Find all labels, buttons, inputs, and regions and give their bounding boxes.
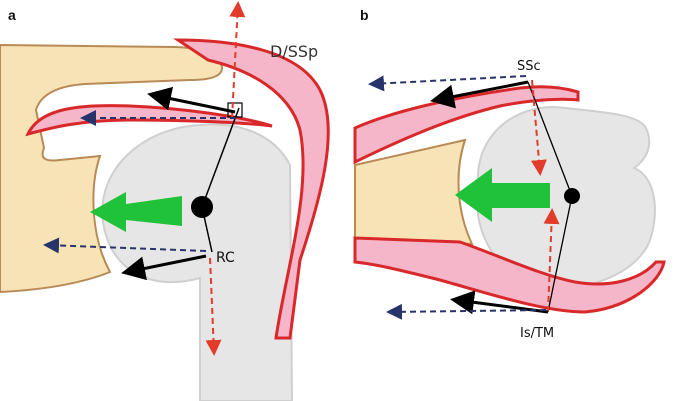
label-ssc: SSc	[517, 59, 541, 74]
label-d-ssp: D/SSp	[270, 42, 318, 61]
vertical-force-line-b-top	[530, 79, 547, 176]
humerus-a	[101, 123, 294, 401]
label-rc: RC	[216, 250, 235, 266]
panel-b: b SSc Is/TM	[353, 7, 666, 341]
scapula-b	[354, 138, 474, 246]
is-tm-moment-line	[547, 195, 573, 313]
rc-moment-line-a	[201, 206, 213, 253]
scapula-a	[0, 43, 224, 294]
panel-a: a D/SSp RC	[0, 1, 330, 401]
ssc-force-arrow	[430, 80, 529, 109]
supraspinatus-force-arrow	[147, 86, 236, 114]
vertical-force-line-a	[229, 1, 246, 119]
panel-b-letter: b	[360, 7, 369, 23]
rc-force-arrow-a	[121, 254, 207, 281]
compression-force-arrow-b	[455, 168, 550, 222]
ssc-moment-line	[527, 81, 573, 197]
infraspinatus-teres-minor-muscle	[353, 236, 666, 314]
horizontal-component-arrow-b-top	[368, 75, 527, 92]
panel-a-letter: a	[8, 7, 16, 23]
horizontal-component-arrow-b-bottom	[386, 303, 547, 320]
compression-force-arrow-a	[90, 192, 182, 232]
deltoid-supraspinatus-muscle	[173, 38, 330, 340]
label-is-tm: Is/TM	[520, 326, 554, 341]
vertical-force-line-b-bottom	[543, 208, 560, 313]
vertical-force-line-a-lower	[205, 257, 222, 356]
moment-arm-line-a	[201, 107, 240, 208]
horizontal-component-arrow-a-bottom	[43, 237, 207, 254]
